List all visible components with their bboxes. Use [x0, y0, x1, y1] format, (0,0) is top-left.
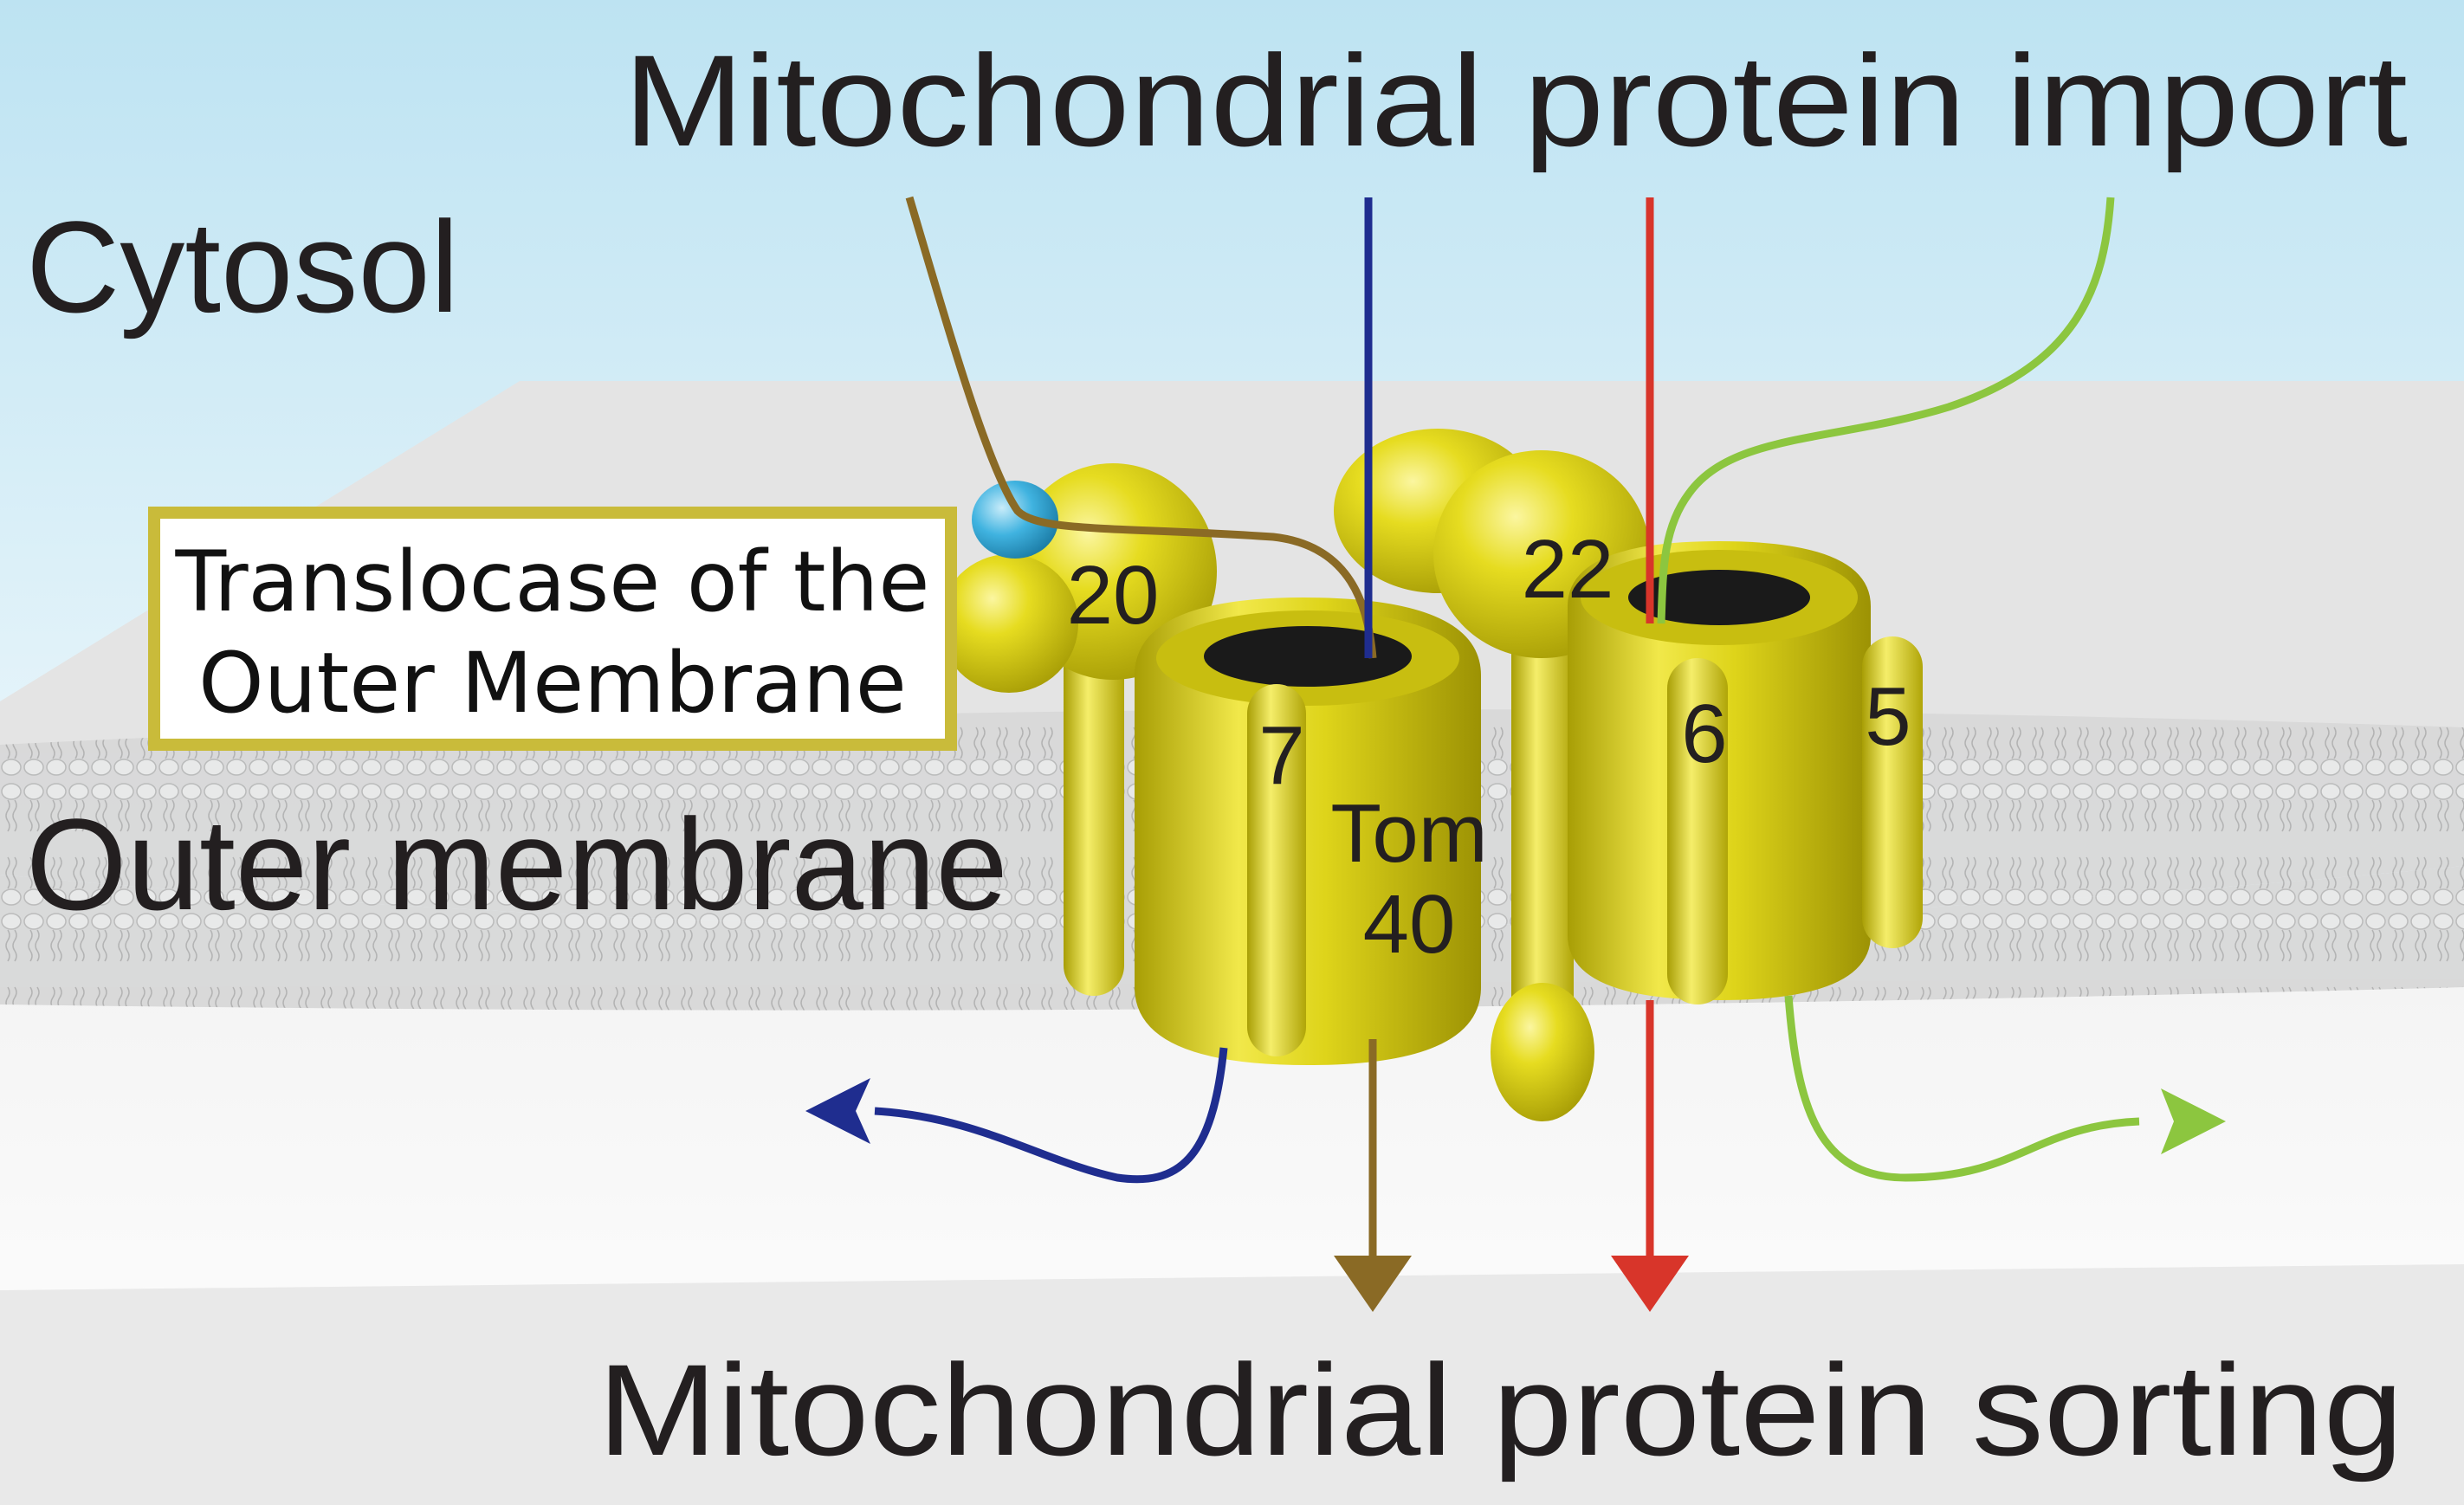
outer-membrane-label: Outer membrane: [26, 791, 1008, 937]
green-pathway-exit: [1784, 995, 2140, 1182]
receptor-binding-site: [972, 481, 1058, 559]
tom40-pore-opening: [1204, 626, 1412, 687]
membrane-edge-shadow: [0, 1264, 2464, 1505]
tom40-label-line1: Tom: [1330, 787, 1487, 880]
tom-complex-label-line2: Outer Membrane: [198, 635, 907, 732]
tom-complex-label-line1: Translocase of the: [175, 533, 930, 630]
tom22-stalk-foot: [1491, 983, 1594, 1121]
title-sorting: Mitochondrial protein sorting: [598, 1337, 2403, 1482]
tom40-label-line2: 40: [1363, 878, 1456, 971]
cytosol-label: Cytosol: [26, 194, 459, 339]
red-pathway-arrowhead: [1611, 1256, 1689, 1312]
green-pathway-line: [1657, 197, 2115, 624]
tom-complex-label-box: [148, 507, 957, 751]
tom6-rod: [1667, 658, 1728, 1004]
tom5-label: 5: [1865, 670, 1911, 763]
tom7-rod: [1247, 684, 1306, 1056]
title-import: Mitochondrial protein import: [624, 28, 2408, 173]
tom22-stalk: [1511, 597, 1574, 1074]
tom6-label: 6: [1681, 688, 1727, 780]
tom40-right-pore-opening: [1628, 570, 1810, 625]
tom20-stalk: [1064, 615, 1124, 996]
tom5-rod: [1862, 636, 1923, 948]
tom7-label: 7: [1258, 709, 1304, 802]
green-pathway-arrowhead: [2161, 1088, 2226, 1154]
tom40-pore-body: [1135, 597, 1481, 1065]
brown-pathway-arrowhead: [1334, 1256, 1412, 1312]
blue-pathway-arrowhead: [805, 1078, 870, 1144]
tom20-label: 20: [1067, 549, 1160, 642]
brown-pathway-line: [905, 196, 1377, 659]
tom20-lower-lobe: [940, 554, 1078, 693]
blue-pathway-exit: [874, 1047, 1228, 1184]
tom22-label: 22: [1522, 523, 1614, 616]
